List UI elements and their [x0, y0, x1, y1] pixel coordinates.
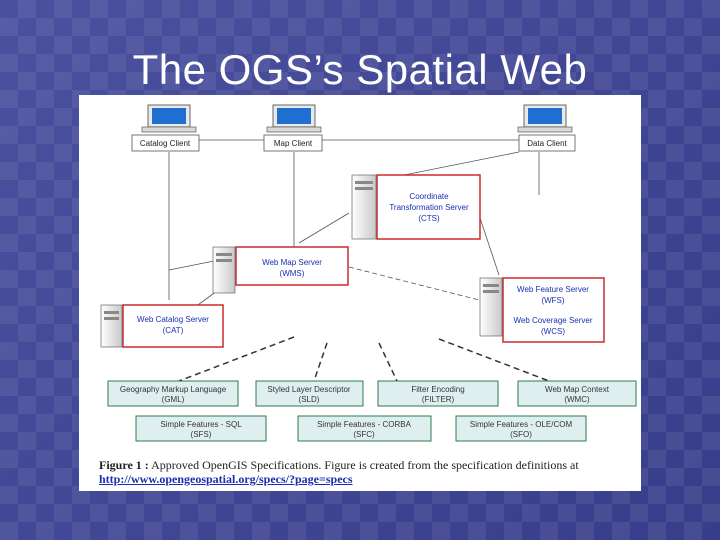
cts-server: Coordinate Transformation Server (CTS) [351, 174, 481, 240]
spec-sfs-name: Simple Features - SQL [160, 420, 242, 429]
spec-sfo-name: Simple Features - OLE/COM [470, 420, 573, 429]
catalog-client-icon [141, 104, 197, 133]
architecture-figure: Catalog Client Map Client Data Client Co [79, 95, 641, 491]
spec-wmc-abbr: (WMC) [564, 395, 590, 404]
cts-line1: Coordinate [409, 192, 449, 201]
slide-title: The OGS’s Spatial Web [132, 46, 588, 93]
caption-link[interactable]: http://www.opengeospatial.org/specs/?pag… [99, 472, 353, 486]
map-client-label: Map Client [274, 139, 313, 148]
wfs-wcs-server: Web Feature Server (WFS) Web Coverage Se… [479, 277, 605, 343]
spec-filter: Filter Encoding (FILTER) [377, 380, 499, 407]
caption-text: Approved OpenGIS Specifications. Figure … [151, 458, 579, 472]
wfs-line1: Web Feature Server [517, 285, 589, 294]
catalog-client-label: Catalog Client [140, 139, 191, 148]
wms-line1: Web Map Server [262, 258, 322, 267]
server-tower-icon [100, 304, 123, 348]
spec-sfs: Simple Features - SQL (SFS) [135, 415, 267, 442]
spec-sfo-abbr: (SFO) [510, 430, 532, 439]
spec-sfc-name: Simple Features - CORBA [317, 420, 411, 429]
spec-gml: Geography Markup Language (GML) [107, 380, 239, 407]
spec-sfc: Simple Features - CORBA (SFC) [297, 415, 432, 442]
server-tower-icon [351, 174, 377, 240]
map-client-icon [266, 104, 322, 133]
spec-sld: Styled Layer Descriptor (SLD) [255, 380, 364, 407]
spec-sld-abbr: (SLD) [299, 395, 320, 404]
spec-sfo: Simple Features - OLE/COM (SFO) [455, 415, 587, 442]
cat-server: Web Catalog Server (CAT) [100, 304, 224, 348]
spec-gml-name: Geography Markup Language [120, 385, 227, 394]
wfs-abbr: (WFS) [541, 296, 564, 305]
caption-label: Figure 1 : [99, 458, 149, 472]
figure-caption: Figure 1 : Approved OpenGIS Specificatio… [99, 458, 629, 486]
cts-line2: Transformation Server [389, 203, 469, 212]
link-cts-wms [298, 212, 350, 244]
cat-line1: Web Catalog Server [137, 315, 209, 324]
link-wms-wfs [348, 266, 480, 301]
cts-abbr: (CTS) [418, 214, 440, 223]
spec-filter-abbr: (FILTER) [422, 395, 455, 404]
spec-sfc-abbr: (SFC) [353, 430, 375, 439]
link-catalog-wms [168, 259, 220, 271]
wms-abbr: (WMS) [280, 269, 305, 278]
map-client-label-box: Map Client [263, 134, 323, 152]
architecture-diagram: Catalog Client Map Client Data Client Co [100, 104, 637, 442]
data-client-label-box: Data Client [518, 134, 576, 152]
spec-sld-name: Styled Layer Descriptor [267, 385, 350, 394]
spec-links [178, 336, 550, 382]
spec-sfs-abbr: (SFS) [191, 430, 212, 439]
catalog-client-label-box: Catalog Client [131, 134, 200, 152]
data-client-label: Data Client [527, 139, 567, 148]
spec-gml-abbr: (GML) [162, 395, 185, 404]
wms-server: Web Map Server (WMS) [212, 246, 349, 294]
spec-wmc-name: Web Map Context [545, 385, 610, 394]
cat-abbr: (CAT) [163, 326, 184, 335]
spec-filter-name: Filter Encoding [411, 385, 464, 394]
wcs-line1: Web Coverage Server [514, 316, 593, 325]
spec-wmc: Web Map Context (WMC) [517, 380, 637, 407]
wcs-abbr: (WCS) [541, 327, 565, 336]
server-tower-icon [212, 246, 236, 294]
data-client-icon [517, 104, 573, 133]
